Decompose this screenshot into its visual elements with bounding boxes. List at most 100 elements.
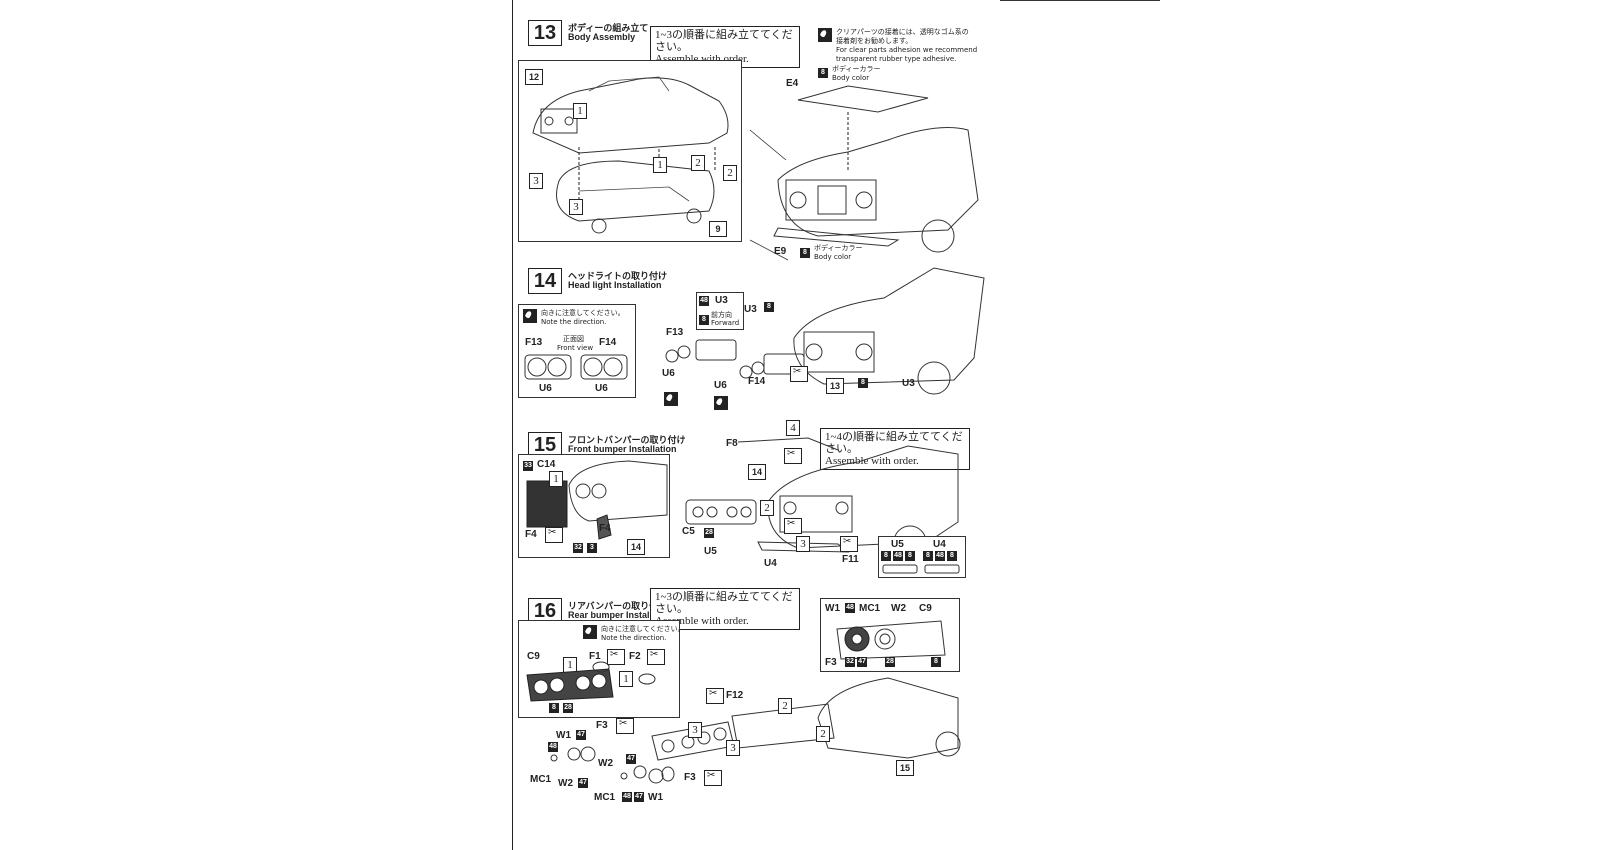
step-title-en: Rear bumper Installation xyxy=(568,610,674,620)
order-marker-3b: 3 xyxy=(569,199,583,215)
part-mc1: MC1 xyxy=(859,603,881,614)
color-code-47-d: 47 xyxy=(634,792,644,802)
step-16: 16 リアバンパーの取り付け Rear bumper Installation … xyxy=(518,588,1018,838)
order-marker-3: 3 xyxy=(796,536,810,552)
part-u6-right: U6 xyxy=(595,383,608,394)
ref-step-14-b: 14 xyxy=(748,464,766,480)
direction-en: Note the direction. xyxy=(541,318,607,326)
part-e9: E9 xyxy=(774,246,787,257)
part-w1: W1 xyxy=(825,603,840,614)
color-code-8-b: 8 xyxy=(905,551,915,561)
color-code-47-c: 47 xyxy=(626,754,636,764)
order-marker-3a: 3 xyxy=(688,722,702,738)
part-w1-b: W1 xyxy=(648,792,663,803)
step-number: 15 xyxy=(528,432,562,458)
body-color-ja-e4: ボディーカラー xyxy=(832,65,881,73)
no-glue-icon-f4 xyxy=(545,527,563,543)
caution-icon xyxy=(523,309,537,323)
body-color-ja-e9: ボディーカラー xyxy=(814,244,863,252)
grille-drawing xyxy=(526,460,668,540)
step-13: 13 ボディーの組み立て Body Assembly 1~3の順番に組み立ててく… xyxy=(518,20,1018,261)
forward-ja: 前方向 xyxy=(711,311,732,319)
step-number: 13 xyxy=(528,20,562,46)
color-code-8-bottom: 8 xyxy=(858,378,868,388)
part-f14: F14 xyxy=(599,337,617,348)
part-w2-a: W2 xyxy=(558,778,573,789)
turn-signal-panel: U5 U4 8 48 8 8 48 8 xyxy=(878,536,966,578)
step-15: 15 フロントバンパーの取り付け Front bumper Installati… xyxy=(518,420,1018,582)
step-title-ja: ヘッドライトの取り付け xyxy=(568,272,668,282)
step-title-en: Front bumper Installation xyxy=(568,444,677,454)
part-c14: C14 xyxy=(537,459,556,470)
front-view-en: Front view xyxy=(557,344,594,352)
glue-icon xyxy=(818,28,832,42)
headlight-assembly-drawing xyxy=(665,267,985,395)
part-u3-top: U3 xyxy=(744,304,757,315)
body-subassembly-panel: 12 1 1 2 2 3 3 9 xyxy=(518,60,742,242)
order-marker-3: 3 xyxy=(529,173,543,189)
part-c9: C9 xyxy=(919,603,932,614)
glue-icon-u6-a xyxy=(664,392,678,406)
color-code-47: 47 xyxy=(857,657,867,667)
front-view-ja: 正面図 xyxy=(563,335,584,343)
color-code-33: 33 xyxy=(523,461,533,471)
part-f12: F12 xyxy=(726,690,744,701)
order-marker-1b: 1 xyxy=(653,157,667,173)
no-glue-icon-f8 xyxy=(784,448,802,464)
clear-note-ja: クリアパーツの接着には、透明なゴム系の xyxy=(836,28,969,36)
part-f1: F1 xyxy=(589,651,601,662)
direction-ja: 向きに注意してください。 xyxy=(601,625,685,633)
part-u6-a: U6 xyxy=(662,368,675,379)
taillight-detail-panel: W1 48 MC1 W2 C9 F3 32 47 28 8 xyxy=(820,598,960,672)
direction-en: Note the direction. xyxy=(601,634,667,642)
part-w1-a: W1 xyxy=(556,730,571,741)
color-code-48: 48 xyxy=(699,296,709,306)
body-shell-drawing xyxy=(532,76,729,234)
glue-icon-u6-b xyxy=(714,396,728,410)
part-f3-a: F3 xyxy=(596,720,608,731)
scan-top-edge xyxy=(1000,0,1160,1)
grille-subassembly-panel: 33 C14 1 F4 F4 32 3 14 xyxy=(518,454,670,558)
rear-panel-subassembly: 向きに注意してください。 Note the direction. C9 F1 F… xyxy=(518,620,685,718)
step-title-ja: リアバンパーの取り付け xyxy=(568,602,668,612)
ref-step-9: 9 xyxy=(709,221,727,237)
color-code-8-top: 8 xyxy=(764,302,774,312)
order-marker-2: 2 xyxy=(760,500,774,516)
scan-left-edge xyxy=(512,0,513,850)
color-code-8: 8 xyxy=(931,657,941,667)
car-front-drawing xyxy=(749,85,979,261)
color-code-8-d: 8 xyxy=(947,551,957,561)
part-f11: F11 xyxy=(842,554,859,565)
part-e4: E4 xyxy=(786,78,799,89)
no-glue-icon-1 xyxy=(790,366,808,382)
color-code-8-a: 8 xyxy=(881,551,891,561)
part-mc1-b: MC1 xyxy=(594,792,616,803)
no-glue-icon-f3b xyxy=(704,770,722,786)
part-f3: F3 xyxy=(825,657,837,668)
order-marker-3b: 3 xyxy=(726,740,740,756)
order-marker-4: 4 xyxy=(786,420,800,436)
direction-panel: 向きに注意してください。 Note the direction. 正面図 Fro… xyxy=(518,304,636,398)
order-marker-2b: 2 xyxy=(816,726,830,742)
forward-en: Forward xyxy=(711,319,740,327)
color-code-3: 3 xyxy=(587,543,597,553)
part-w2-b: W2 xyxy=(598,758,613,769)
no-glue-icon-2 xyxy=(784,518,802,534)
no-glue-icon-f2 xyxy=(647,649,665,665)
color-code-48-b: 48 xyxy=(622,792,632,802)
step-number: 14 xyxy=(528,268,562,294)
order-marker-2b: 2 xyxy=(723,165,737,181)
color-code-48-a: 48 xyxy=(548,742,558,752)
rear-bumper-assembly-drawing xyxy=(550,677,961,784)
part-f8: F8 xyxy=(726,438,738,449)
part-u4: U4 xyxy=(764,558,777,569)
clear-note-en-2: transparent rubber type adhesive. xyxy=(836,55,957,63)
ref-step-14: 14 xyxy=(627,539,645,555)
color-code-47-a: 47 xyxy=(576,730,586,740)
ref-step-15: 15 xyxy=(896,760,914,776)
part-f14-assembly: F14 xyxy=(748,376,766,387)
order-note-ja: 1~4の順番に組み立ててください。 xyxy=(825,431,963,455)
order-marker-1: 1 xyxy=(573,103,587,119)
no-glue-icon-f3a xyxy=(616,718,634,734)
forward-direction-box: 48 U3 8 前方向 Forward xyxy=(696,292,744,330)
